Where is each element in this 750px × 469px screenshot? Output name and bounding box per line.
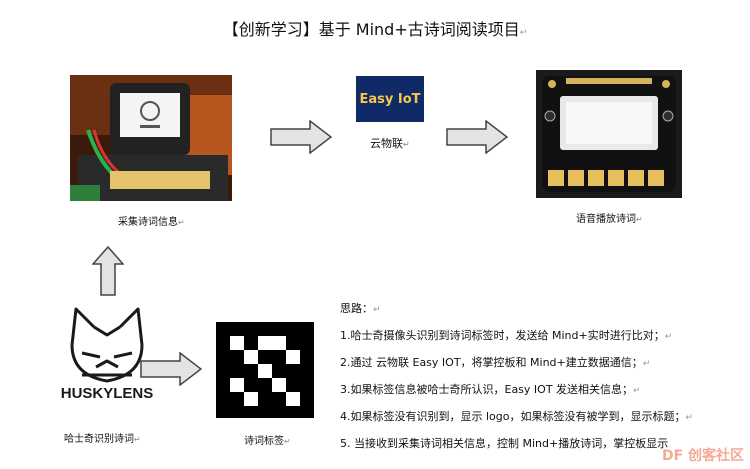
page-title: 【创新学习】基于 Mind+古诗词阅读项目↵ xyxy=(222,20,528,39)
arrow-right-icon xyxy=(140,352,202,386)
tag-caption: 诗词标签↵ xyxy=(244,436,291,447)
step-item: 5. 当接收到采集诗词相关信息，控制 Mind+播放诗词，掌控板显示 xyxy=(340,437,669,450)
thinking-steps: 思路：↵ 1.哈士奇摄像头识别到诗词标签时，发送给 Mind+实时进行比对；↵ … xyxy=(340,296,740,456)
paragraph-mark: ↵ xyxy=(519,28,528,38)
arrow-right-icon xyxy=(270,120,332,154)
watermark: DF 创客社区 xyxy=(661,448,744,464)
controller-board-photo xyxy=(536,70,682,198)
step-item: 2.通过 云物联 Easy IOT，将掌控板和 Mind+建立数据通信；↵ xyxy=(340,356,651,369)
collect-photo xyxy=(70,75,232,201)
thinking-heading: 思路：↵ xyxy=(340,302,381,315)
husky-head-icon xyxy=(70,307,144,383)
easyiot-logo-text: Easy IoT xyxy=(359,91,421,107)
poem-tag-marker xyxy=(216,322,314,418)
step-item: 4.如果标签没有识别到，显示 logo，如果标签没有被学到，显示标题；↵ xyxy=(340,410,694,423)
easyiot-logo: Easy IoT xyxy=(356,76,424,122)
huskylens-logo: HUSKYLENS xyxy=(52,305,162,405)
arrow-right-icon xyxy=(446,120,508,154)
cloud-caption: 云物联↵ xyxy=(370,137,410,150)
collect-caption: 采集诗词信息↵ xyxy=(118,217,185,228)
speech-caption: 语音播放诗词↵ xyxy=(576,214,643,225)
step-item: 1.哈士奇摄像头识别到诗词标签时，发送给 Mind+实时进行比对；↵ xyxy=(340,329,673,342)
step-item: 3.如果标签信息被哈士奇所认识，Easy IOT 发送相关信息；↵ xyxy=(340,383,641,396)
husky-caption: 哈士奇识别诗词↵ xyxy=(64,434,141,445)
arrow-up-icon xyxy=(92,246,124,296)
huskylens-logo-text: HUSKYLENS xyxy=(60,385,154,402)
